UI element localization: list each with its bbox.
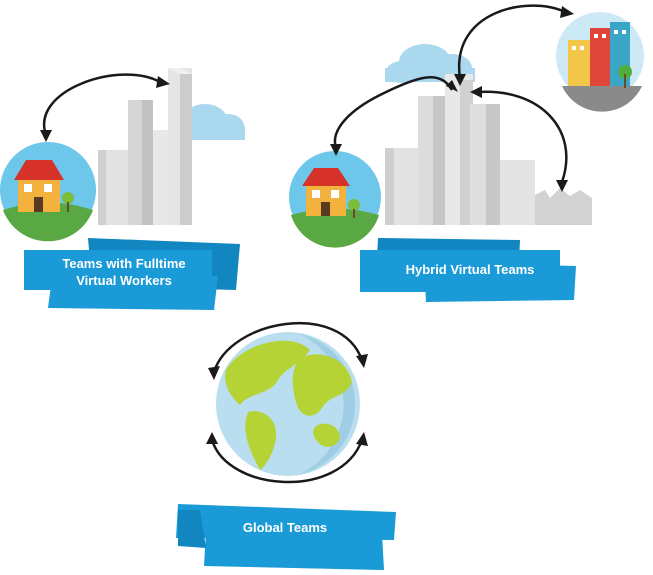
house-icon xyxy=(0,142,96,242)
modern-city-icon xyxy=(556,12,644,112)
city-skyline-icon xyxy=(98,68,192,225)
global-label: Global Teams xyxy=(242,520,328,535)
arrow-icon xyxy=(42,73,161,136)
arrow-icon xyxy=(477,90,568,183)
fulltime-label: Teams with Fulltime Virtual Workers xyxy=(24,255,224,289)
fulltime-label-line1: Teams with Fulltime xyxy=(62,256,186,271)
house-icon xyxy=(289,151,381,248)
hybrid-label: Hybrid Virtual Teams xyxy=(405,262,535,277)
city-skyline-icon xyxy=(385,74,592,225)
arrow-icon xyxy=(212,321,364,373)
globe-icon xyxy=(216,332,360,476)
arrow-icon xyxy=(333,76,454,149)
arrow-icon xyxy=(457,4,566,79)
fulltime-label-line2: Virtual Workers xyxy=(76,273,172,288)
arrow-icon xyxy=(210,439,364,484)
